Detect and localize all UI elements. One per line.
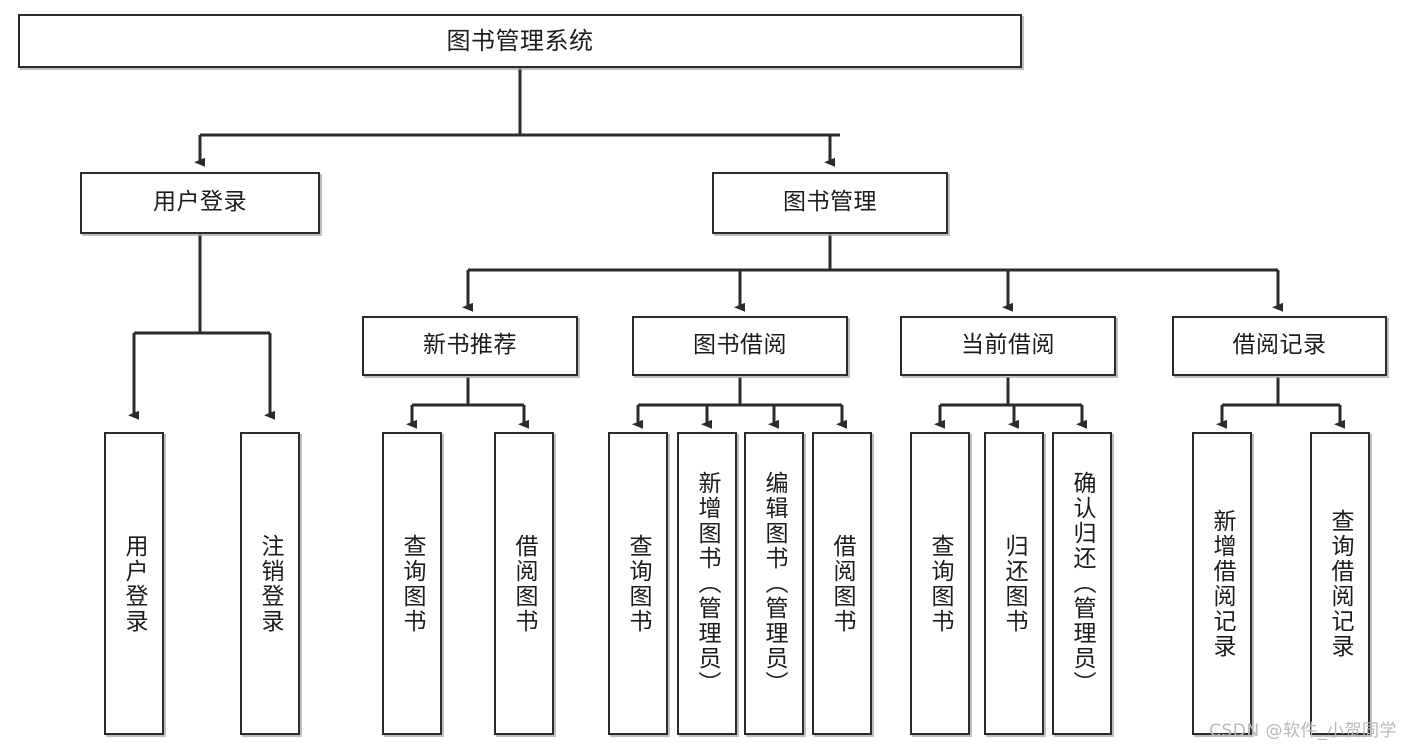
node-borrow-record[interactable]: 借阅记录	[1172, 316, 1387, 376]
leaf-user-login[interactable]: 用户登录	[104, 432, 164, 735]
node-label: 查询图书	[625, 533, 652, 634]
leaf-bb-add-book[interactable]: 新增图书（管理员）	[677, 432, 737, 735]
node-book-borrow[interactable]: 图书借阅	[632, 316, 848, 376]
node-label: 查询图书	[399, 533, 426, 634]
node-label: 图书管理系统	[446, 26, 594, 55]
leaf-cb-confirm-return[interactable]: 确认归还（管理员）	[1052, 432, 1112, 735]
node-label: 编辑图书（管理员）	[761, 471, 788, 696]
node-label: 新增图书（管理员）	[694, 471, 721, 696]
leaf-bb-query-book[interactable]: 查询图书	[608, 432, 668, 735]
node-label: 当前借阅	[961, 332, 1055, 359]
node-book-management[interactable]: 图书管理	[712, 172, 948, 234]
node-label: 查询图书	[927, 533, 954, 634]
node-label: 图书管理	[783, 189, 877, 216]
node-user-login[interactable]: 用户登录	[80, 172, 320, 234]
node-label: 借阅图书	[511, 533, 538, 634]
node-label: 注销登录	[257, 533, 284, 634]
leaf-nb-borrow-book[interactable]: 借阅图书	[494, 432, 554, 735]
node-label: 确认归还（管理员）	[1069, 471, 1096, 696]
leaf-bb-edit-book[interactable]: 编辑图书（管理员）	[744, 432, 804, 735]
leaf-bb-borrow-book[interactable]: 借阅图书	[812, 432, 872, 735]
node-new-book-recommend[interactable]: 新书推荐	[362, 316, 578, 376]
node-current-borrow[interactable]: 当前借阅	[900, 316, 1116, 376]
node-label: 借阅图书	[829, 533, 856, 634]
leaf-nb-query-book[interactable]: 查询图书	[382, 432, 442, 735]
node-label: 图书借阅	[693, 332, 787, 359]
leaf-br-query-record[interactable]: 查询借阅记录	[1310, 432, 1370, 735]
node-label: 用户登录	[121, 533, 148, 634]
node-label: 借阅记录	[1232, 332, 1327, 359]
leaf-logout[interactable]: 注销登录	[240, 432, 300, 735]
leaf-cb-query-book[interactable]: 查询图书	[910, 432, 970, 735]
node-label: 新增借阅记录	[1209, 508, 1236, 659]
node-root-system[interactable]: 图书管理系统	[18, 14, 1022, 68]
node-label: 用户登录	[153, 189, 247, 216]
watermark-text: CSDN @软件_小贺同学	[1209, 721, 1397, 741]
node-label: 查询借阅记录	[1327, 508, 1354, 659]
leaf-cb-return-book[interactable]: 归还图书	[984, 432, 1044, 735]
leaf-br-add-record[interactable]: 新增借阅记录	[1192, 432, 1252, 735]
node-label: 归还图书	[1001, 533, 1028, 634]
node-label: 新书推荐	[423, 332, 517, 359]
